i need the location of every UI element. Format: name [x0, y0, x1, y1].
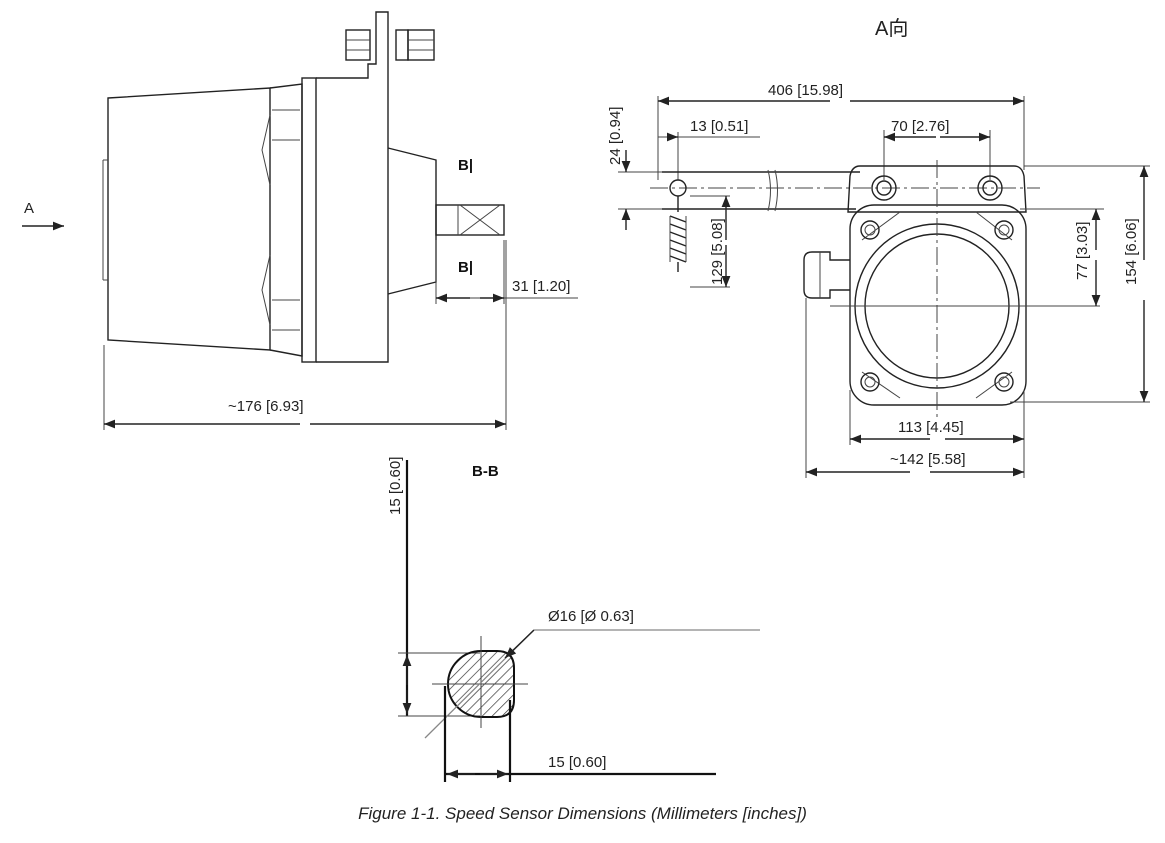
dim-hole-spacing: 70 [2.76] [891, 118, 949, 135]
bracket-hole-right [977, 175, 1003, 201]
front-view: A向 406 [15.98] 13 [0.51] 70 [2.76] 24 [0… [607, 17, 1150, 478]
dim-spring-length: 129 [5.08] [709, 218, 726, 285]
output-shaft [435, 204, 505, 236]
corner-bolt-br [994, 372, 1014, 392]
nut-right [407, 29, 435, 61]
dim-overall-width: 406 [15.98] [768, 82, 843, 99]
dim-center-height: 77 [3.03] [1074, 222, 1091, 280]
dim-section-vertical-label: 15 [0.60] [387, 457, 404, 515]
section-mark-bottom: B| [458, 259, 473, 276]
dim-body-width: ~142 [5.58] [890, 451, 965, 468]
section-mark-top: B| [458, 157, 473, 174]
side-view: A B| B| [22, 11, 578, 430]
dim-arm-offset: 24 [0.94] [607, 107, 624, 165]
section-title: B-B [472, 463, 499, 480]
dim-bolt-width: 113 [4.45] [898, 419, 964, 436]
sensor-body [849, 204, 1027, 406]
flange-plate [301, 77, 317, 363]
front-view-title: A向 [875, 17, 908, 40]
dim-shaft-length: 31 [1.20] [512, 278, 570, 295]
mounting-bracket [316, 11, 389, 363]
top-bracket [847, 165, 1027, 213]
dim-section-horizontal-label: 15 [0.60] [548, 754, 606, 771]
corner-bolt-tl [860, 220, 880, 240]
bracket-hole-left [871, 175, 897, 201]
corner-bolt-tr [994, 220, 1014, 240]
view-arrow-label: A [24, 200, 34, 217]
figure-caption: Figure 1-1. Speed Sensor Dimensions (Mil… [358, 804, 807, 823]
sensor-housing [107, 87, 271, 351]
spring [669, 196, 687, 272]
washer-right [395, 29, 409, 61]
adapter-ring [269, 83, 303, 357]
dim-section-diameter: Ø16 [Ø 0.63] [548, 608, 634, 625]
corner-bolt-bl [860, 372, 880, 392]
dim-pivot-offset: 13 [0.51] [690, 118, 748, 135]
rear-body [387, 147, 437, 295]
nut-left [345, 29, 371, 61]
section-view: B-B 15 [0.60] Ø16 [Ø 0.63] 15 [0.60] [387, 457, 760, 782]
cable-gland [803, 251, 850, 299]
dim-overall-length: ~176 [6.93] [228, 398, 303, 415]
dim-total-height: 154 [6.06] [1123, 218, 1140, 285]
